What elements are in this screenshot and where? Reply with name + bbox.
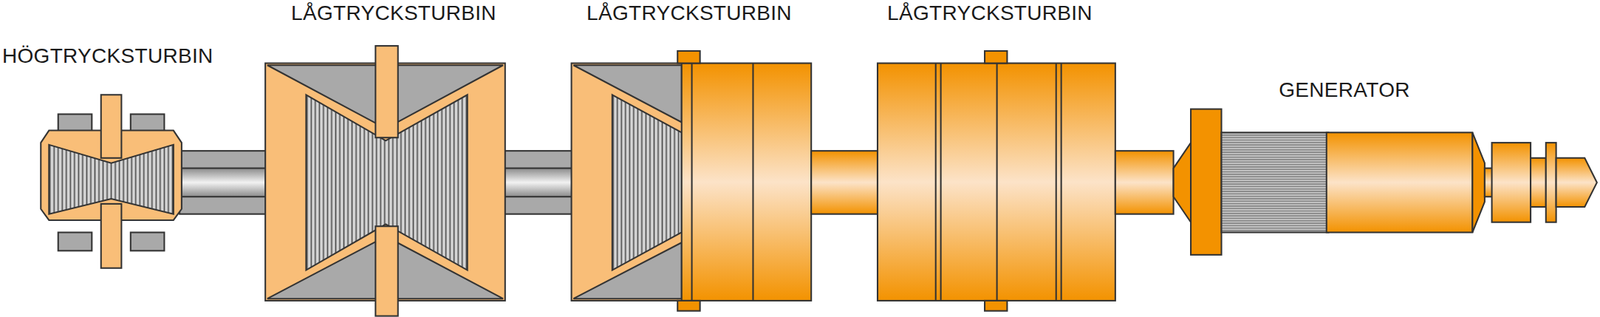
flange-notch: [984, 50, 1007, 64]
generator-flange: [1190, 109, 1222, 255]
flange-notch: [677, 300, 700, 311]
divider: [1060, 63, 1063, 301]
steam-pipe: [101, 203, 122, 269]
casing-lug: [130, 232, 165, 252]
drawing: [40, 45, 1598, 317]
generator-winding: [1221, 132, 1329, 232]
generator-body: [1326, 132, 1473, 232]
divider: [1055, 63, 1058, 301]
collar: [1492, 142, 1531, 223]
steam-pipe: [375, 45, 398, 138]
part-label: HÖGTRYCKSTURBIN: [2, 44, 214, 68]
divider: [940, 63, 942, 301]
casing-lug: [58, 232, 93, 252]
coupling-shaft: [811, 150, 878, 215]
divider: [935, 63, 937, 301]
lp-cylinder: [877, 63, 1116, 301]
shaft-end: [1556, 158, 1598, 207]
shaft: [1530, 158, 1547, 207]
part-label: LÅGTRYCKSTURBIN: [291, 1, 497, 26]
part-label: LÅGTRYCKSTURBIN: [586, 1, 792, 26]
divider: [996, 63, 998, 301]
divider: [751, 63, 754, 301]
lp-casing: [571, 63, 685, 301]
divider: [691, 63, 693, 301]
lp-cylinder: [681, 63, 812, 301]
collar: [1546, 142, 1557, 223]
lp-blades: [612, 94, 682, 270]
generator-fins: [1173, 142, 1191, 223]
generator-end: [1472, 132, 1485, 232]
part-label: GENERATOR: [1278, 78, 1410, 102]
steam-pipe: [101, 94, 122, 159]
flange-notch: [984, 300, 1007, 311]
part-label: LÅGTRYCKSTURBIN: [887, 1, 1093, 26]
coupling-shaft: [1115, 150, 1174, 215]
steam-pipe: [375, 226, 398, 316]
flange-notch: [677, 50, 700, 64]
